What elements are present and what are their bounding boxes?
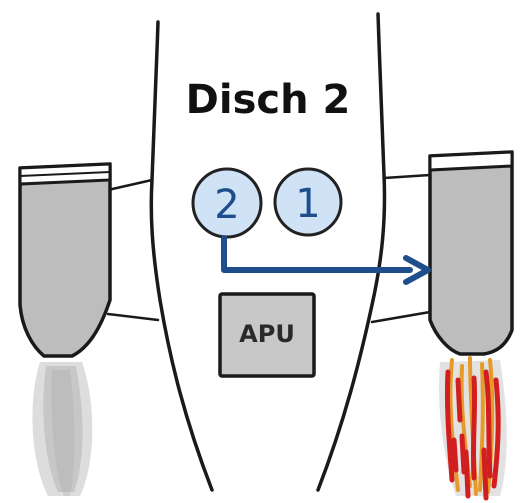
left-engine-exhaust-smoke [32, 362, 93, 496]
right-engine [428, 150, 514, 356]
right-pylon [370, 173, 432, 324]
apu-unit: APU [218, 292, 316, 378]
disch-button-1-circle[interactable] [273, 167, 343, 237]
apu-label: APU [239, 320, 295, 348]
left-engine-nacelle [18, 162, 112, 358]
fuselage-left-edge [149, 20, 214, 492]
right-engine-nacelle [428, 150, 514, 356]
apu-box [218, 292, 316, 378]
disch-button-2-circle[interactable] [191, 167, 263, 239]
disch-button-2[interactable]: 2 [191, 167, 263, 239]
disch-button-1[interactable]: 1 [273, 167, 343, 237]
discharge-arrow [221, 235, 431, 285]
right-engine-fire [438, 356, 507, 501]
fuselage [149, 12, 387, 492]
disch-button-2-label: 2 [214, 182, 239, 228]
fuselage-right-edge [316, 12, 387, 492]
right-engine-intake [428, 150, 514, 172]
left-engine [18, 162, 112, 358]
disch-button-1-label: 1 [295, 181, 320, 227]
left-pylon [106, 178, 160, 322]
page-title: Disch 2 [186, 77, 351, 123]
